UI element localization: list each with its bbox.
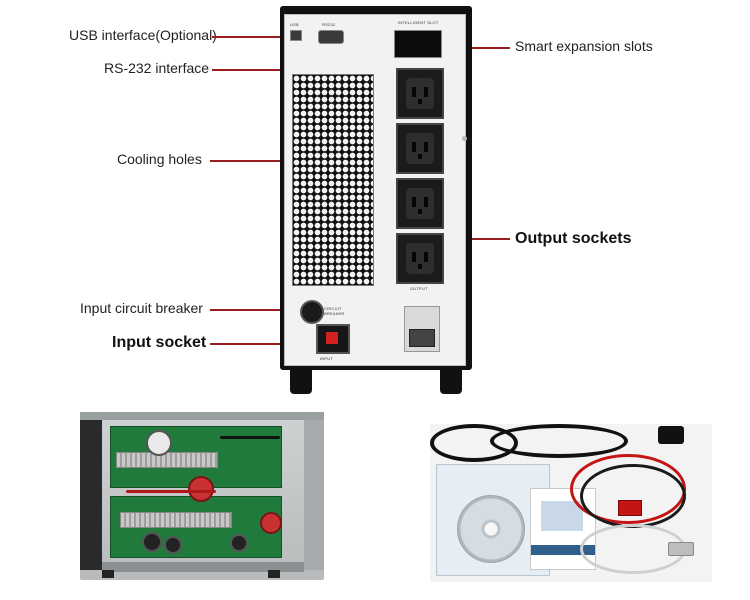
output-outlet-4 (396, 233, 444, 284)
interior-capacitor-3 (230, 534, 248, 552)
callout-usb-interface: USB interface(Optional) (69, 27, 217, 43)
interior-wires-1 (220, 436, 280, 439)
interior-wires-2 (126, 490, 216, 493)
breaker-tag: CIRCUIT BREAKER (324, 306, 345, 316)
leader-input-socket (210, 343, 322, 345)
leader-rs232-h (212, 69, 328, 71)
interior-capacitor-2 (164, 536, 182, 554)
interior-top-edge (80, 412, 324, 420)
output-outlet-3 (396, 178, 444, 229)
ups-foot-right (440, 370, 462, 394)
power-cord-plug (658, 426, 684, 444)
usb-tag: USB (290, 22, 299, 27)
leader-breaker (210, 309, 302, 311)
callout-smart-expansion-slots: Smart expansion slots (515, 38, 653, 54)
interior-foot-right (268, 570, 280, 578)
input-circuit-breaker (300, 300, 324, 324)
leader-smart-slots (436, 47, 510, 49)
output-outlet-2 (396, 123, 444, 174)
callout-input-socket: Input socket (112, 334, 207, 351)
callout-cooling-holes: Cooling holes (117, 151, 202, 167)
input-socket-switch (326, 332, 338, 344)
ups-interior-photo (80, 412, 324, 580)
battery-cable-connector (618, 500, 642, 516)
leader-cooling (210, 160, 300, 162)
software-cd (457, 495, 525, 563)
leader-output (450, 238, 510, 240)
rs232-tag: RS232 (322, 22, 336, 27)
accessories-photo (430, 424, 712, 582)
power-cord-coil-2 (490, 424, 628, 458)
smart-expansion-slot (394, 30, 442, 58)
interior-capacitor-1 (142, 532, 162, 552)
output-outlet-1 (396, 68, 444, 119)
interior-heatsink-bottom (120, 512, 232, 528)
interior-coil-2 (260, 512, 282, 534)
slot-tag: INTELLIGENT SLOT (398, 20, 439, 25)
leader-usb (212, 36, 296, 38)
manual-cover-photo (541, 501, 583, 531)
callout-rs232-interface: RS-232 interface (104, 60, 210, 76)
callout-input-circuit-breaker: Input circuit breaker (80, 300, 203, 316)
input-tag: INPUT (320, 356, 333, 361)
interior-left-wall (80, 420, 102, 570)
battery-cable-black (580, 464, 686, 528)
interior-fan (146, 430, 172, 456)
input-power-socket (316, 324, 350, 354)
output-tag: OUTPUT (410, 286, 428, 291)
battery-connector-port (404, 306, 440, 352)
interior-heatsink-top (116, 452, 218, 468)
panel-screw (462, 136, 467, 141)
rs232-port (318, 30, 344, 44)
interior-floor (102, 562, 304, 572)
manual-cover-strip (531, 545, 595, 555)
interior-front-panel (304, 420, 324, 570)
callout-output-sockets: Output sockets (515, 230, 632, 247)
ups-foot-left (290, 370, 312, 394)
interior-coil-1 (188, 476, 214, 502)
usb-port (290, 30, 302, 41)
interior-foot-left (102, 570, 114, 578)
cooling-vent-grid (292, 74, 374, 286)
battery-plug (409, 329, 435, 347)
serial-cable-connector (668, 542, 694, 556)
